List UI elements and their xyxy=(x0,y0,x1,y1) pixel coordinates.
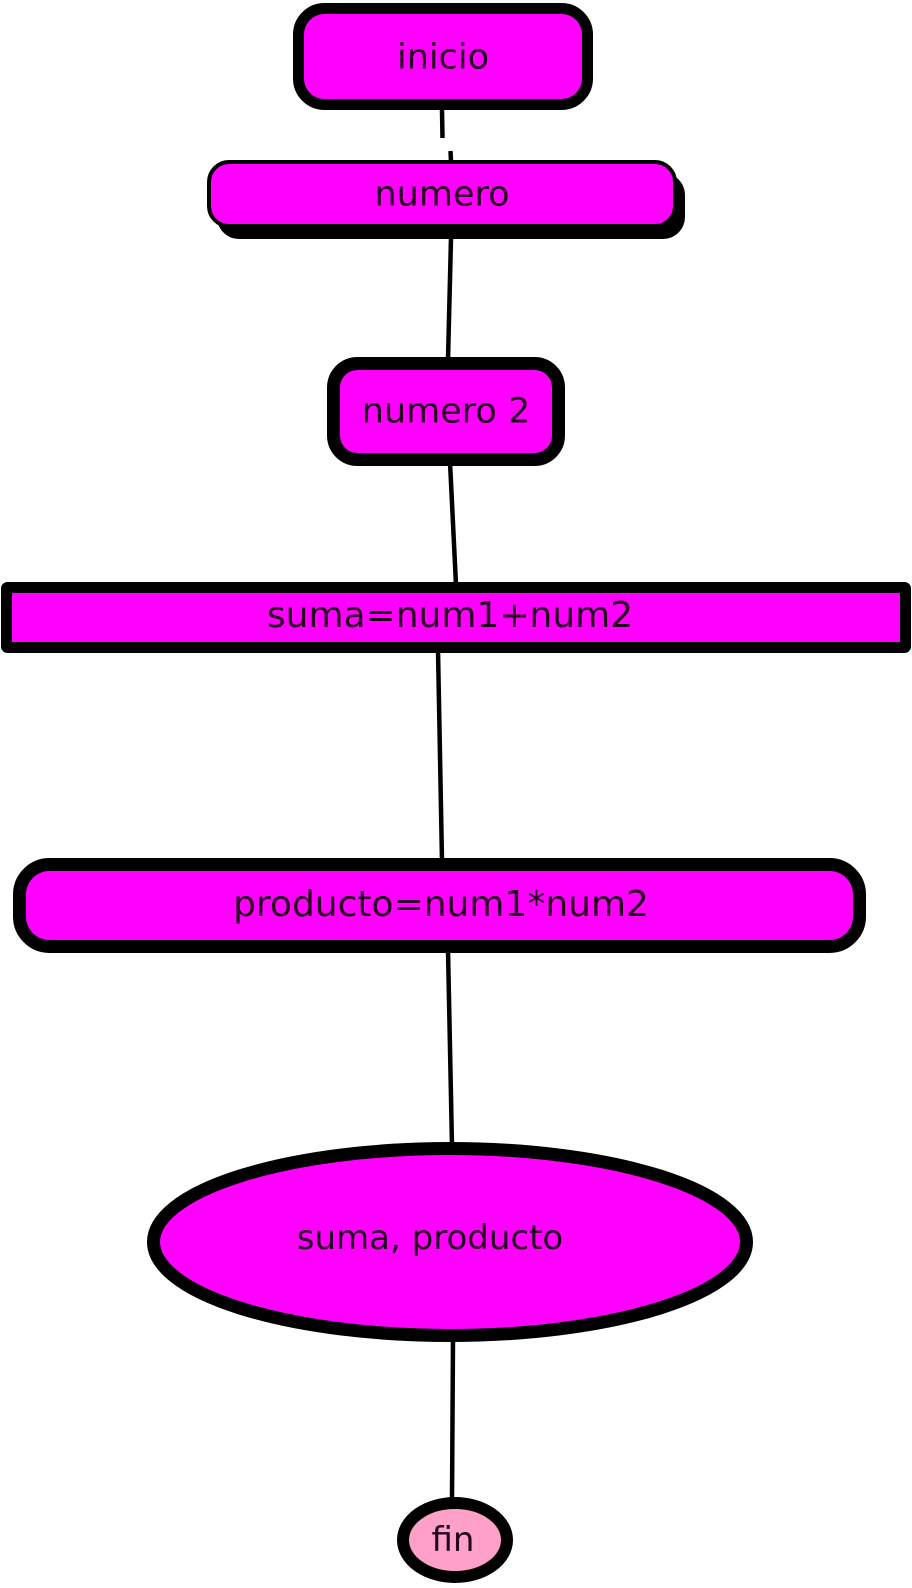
node-salida-label: suma, producto xyxy=(296,1218,564,1258)
edge-inicio-numero xyxy=(439,109,445,139)
node-numero2-shape xyxy=(327,357,565,466)
edge-suma-producto xyxy=(435,649,445,862)
node-fin-label: fin xyxy=(431,1520,475,1560)
edge-producto-salida xyxy=(445,949,455,1147)
node-suma-shape xyxy=(1,582,911,653)
edge-numero2-suma xyxy=(447,461,459,586)
node-fin-shape xyxy=(397,1497,513,1583)
node-producto-shape xyxy=(13,858,866,953)
node-inicio-shape xyxy=(293,3,593,110)
edge-numero-numero2 xyxy=(445,237,454,361)
node-inicio-label: inicio xyxy=(396,37,490,78)
edge-salida-fin xyxy=(449,1337,456,1501)
node-numero-label: numero xyxy=(374,174,510,215)
node-numero2-label: numero 2 xyxy=(361,391,531,432)
node-producto-label: producto=num1*num2 xyxy=(233,884,649,925)
node-suma-label: suma=num1+num2 xyxy=(266,595,634,636)
node-salida-shape xyxy=(147,1142,753,1342)
node-numero-shape xyxy=(207,160,677,228)
